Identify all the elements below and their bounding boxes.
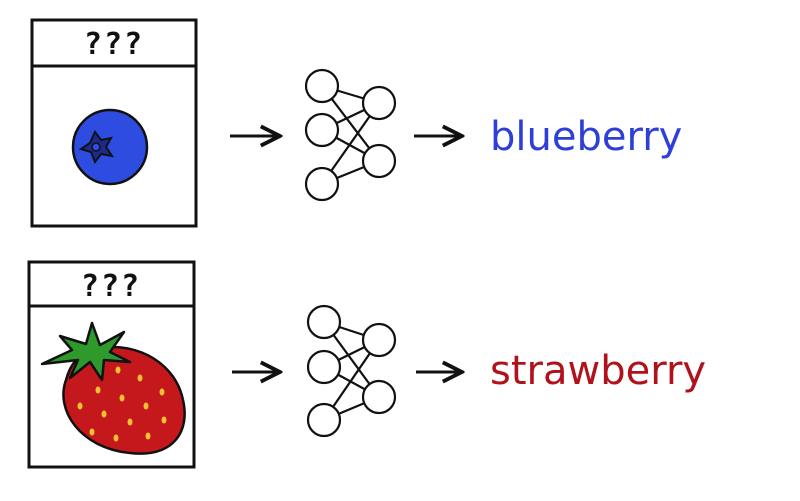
label-strawberry: strawberry: [490, 348, 706, 394]
row-strawberry: ???: [27, 260, 706, 469]
card-title: ???: [81, 269, 141, 304]
neural-network-icon: [304, 68, 397, 202]
image-card-blueberry: ???: [30, 18, 198, 228]
row-blueberry: ??? blueberry: [30, 18, 682, 228]
strawberry-icon: [40, 321, 186, 455]
card-title: ???: [84, 27, 144, 62]
neural-network-icon: [306, 304, 397, 438]
blueberry-icon: [71, 108, 149, 186]
image-card-strawberry: ???: [27, 260, 196, 469]
label-blueberry: blueberry: [490, 114, 682, 160]
